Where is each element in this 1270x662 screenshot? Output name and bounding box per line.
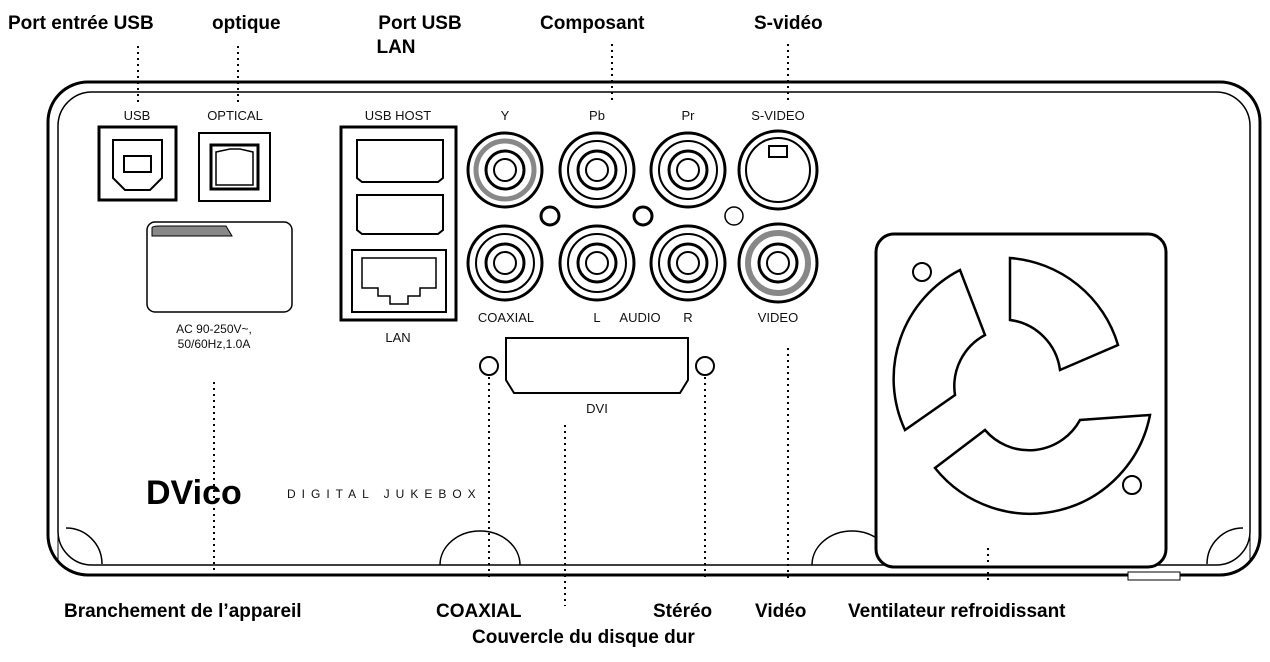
screw-small-3 bbox=[724, 206, 744, 226]
rca-jack-pb bbox=[558, 131, 636, 209]
callout-stereo: Stéréo bbox=[653, 601, 713, 622]
cooling-fan bbox=[874, 232, 1168, 569]
brand-tagline: DIGITAL JUKEBOX bbox=[287, 487, 482, 501]
label-svideo: S-VIDEO bbox=[751, 108, 804, 123]
foot-center-left bbox=[439, 530, 521, 566]
screw-small-1 bbox=[539, 205, 561, 227]
callout-fan: Ventilateur refroidissant bbox=[848, 601, 1066, 622]
label-ac-line2: 50/60Hz,1.0A bbox=[178, 337, 251, 351]
label-usb: USB bbox=[124, 108, 151, 123]
callout-optical: optique bbox=[212, 13, 281, 34]
foot-bottom-left bbox=[65, 527, 103, 565]
label-r: R bbox=[683, 310, 692, 325]
label-pb: Pb bbox=[589, 108, 605, 123]
label-lan: LAN bbox=[385, 330, 410, 345]
label-video: VIDEO bbox=[758, 310, 798, 325]
rca-jack-audio-l bbox=[558, 224, 636, 302]
power-inlet bbox=[146, 221, 293, 313]
callout-lan: LAN bbox=[376, 37, 416, 58]
callout-video: Vidéo bbox=[755, 601, 807, 622]
label-usb-host: USB HOST bbox=[365, 108, 432, 123]
rca-jack-video bbox=[737, 222, 819, 304]
callout-svideo: S-vidéo bbox=[754, 13, 823, 34]
label-y: Y bbox=[501, 108, 510, 123]
callout-component: Composant bbox=[540, 13, 645, 34]
label-audio: AUDIO bbox=[619, 310, 660, 325]
rca-jack-coaxial bbox=[466, 224, 544, 302]
label-dvi: DVI bbox=[586, 401, 608, 416]
screw-small-2 bbox=[632, 205, 654, 227]
callout-coaxial: COAXIAL bbox=[436, 601, 522, 622]
base-tab bbox=[1127, 571, 1181, 581]
foot-bottom-right bbox=[1206, 527, 1244, 565]
label-pr: Pr bbox=[682, 108, 696, 123]
optical-port bbox=[198, 132, 271, 202]
rca-jack-audio-r bbox=[649, 224, 727, 302]
usb-host-lan-block bbox=[339, 125, 458, 322]
brand-logo: DVico bbox=[146, 474, 242, 512]
usb-b-port bbox=[97, 125, 178, 202]
rca-jack-pr bbox=[649, 131, 727, 209]
rca-jack-y bbox=[466, 131, 544, 209]
label-ac-line1: AC 90-250V~, bbox=[176, 322, 252, 336]
label-l: L bbox=[593, 310, 600, 325]
callout-usb-port: Port USB bbox=[378, 13, 462, 34]
dvi-port bbox=[479, 337, 715, 394]
callout-usb-input: Port entrée USB bbox=[8, 13, 154, 34]
callout-power: Branchement de l’appareil bbox=[64, 601, 302, 622]
label-optical: OPTICAL bbox=[207, 108, 263, 123]
leader-lines bbox=[137, 44, 989, 606]
svideo-jack bbox=[737, 129, 819, 211]
callout-hdd-cover: Couvercle du disque dur bbox=[472, 627, 695, 648]
label-coaxial: COAXIAL bbox=[478, 310, 534, 325]
